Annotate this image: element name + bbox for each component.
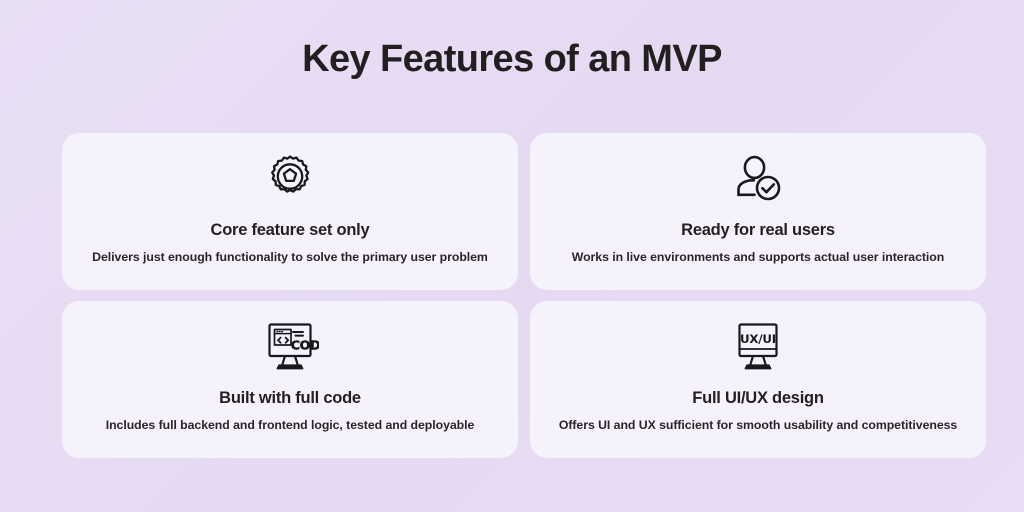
badge-rosette-icon: [264, 148, 316, 210]
feature-card-description: Delivers just enough functionality to so…: [92, 250, 488, 265]
feature-card-description: Includes full backend and frontend logic…: [105, 418, 475, 433]
feature-card-heading: Built with full code: [219, 389, 361, 407]
feature-card-full-ui-ux-design[interactable]: UX/UI Full UI/UX design Offers UI and UX…: [530, 301, 986, 458]
feature-card-core-feature-set[interactable]: Core feature set only Delivers just enou…: [62, 133, 518, 290]
feature-card-heading: Core feature set only: [210, 221, 370, 239]
monitor-uxui-icon: UX/UI: [729, 316, 787, 378]
feature-card-description: Offers UI and UX sufficient for smooth u…: [558, 418, 958, 433]
feature-card-description: Works in live environments and supports …: [571, 250, 945, 265]
feature-card-built-with-full-code[interactable]: CODE Built with full code Includes full …: [62, 301, 518, 458]
page-title: Key Features of an MVP: [302, 38, 722, 80]
monitor-code-icon: CODE: [261, 316, 319, 378]
code-icon-text: CODE: [291, 337, 319, 352]
user-check-icon: [730, 148, 786, 210]
uxui-icon-text: UX/UI: [740, 332, 776, 346]
feature-card-heading: Full UI/UX design: [692, 389, 824, 407]
feature-card-heading: Ready for real users: [681, 221, 835, 239]
feature-card-grid: Core feature set only Delivers just enou…: [62, 133, 986, 458]
feature-card-ready-for-real-users[interactable]: Ready for real users Works in live envir…: [530, 133, 986, 290]
